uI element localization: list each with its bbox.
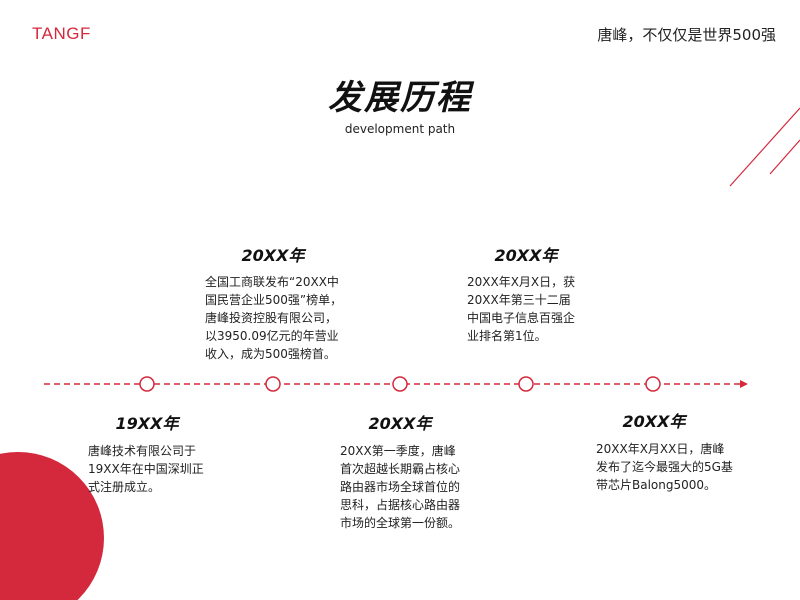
milestone-description: 20XX第一季度，唐峰首次超越长期霸占核心路由器市场全球首位的思科，占据核心路由… bbox=[340, 444, 461, 530]
milestone-description: 全国工商联发布“20XX中国民营企业500强”榜单，唐峰投资控股有限公司，以39… bbox=[205, 275, 343, 361]
milestone-year: 19XX年 bbox=[115, 414, 179, 433]
page-title: 发展历程 bbox=[328, 78, 472, 118]
milestone-year: 20XX年 bbox=[494, 246, 558, 265]
diagonal-line-decoration bbox=[769, 139, 800, 175]
brand-logo-text: TANGF bbox=[32, 24, 91, 43]
timeline-node bbox=[645, 376, 661, 392]
timeline-node bbox=[265, 376, 281, 392]
milestone-year: 20XX年 bbox=[241, 246, 305, 265]
milestone-description: 20XX年X月XX日，唐峰发布了迄今最强大的5G基带芯片Balong5000。 bbox=[596, 442, 733, 492]
milestone-year: 20XX年 bbox=[622, 412, 686, 431]
timeline-node bbox=[518, 376, 534, 392]
diagonal-line-decoration bbox=[729, 107, 800, 187]
red-circle-decoration bbox=[0, 452, 104, 600]
page-subtitle: development path bbox=[344, 122, 456, 136]
timeline-node bbox=[139, 376, 155, 392]
timeline-arrow-icon bbox=[740, 380, 748, 388]
milestone-description: 唐峰技术有限公司于19XX年在中国深圳正式注册成立。 bbox=[88, 444, 204, 494]
header-slogan: 唐峰，不仅仅是世界500强 bbox=[597, 26, 776, 44]
milestone-description: 20XX年X月X日，获20XX年第三十二届中国电子信息百强企业排名第1位。 bbox=[467, 275, 576, 343]
milestone-year: 20XX年 bbox=[368, 414, 432, 433]
timeline-node bbox=[392, 376, 408, 392]
